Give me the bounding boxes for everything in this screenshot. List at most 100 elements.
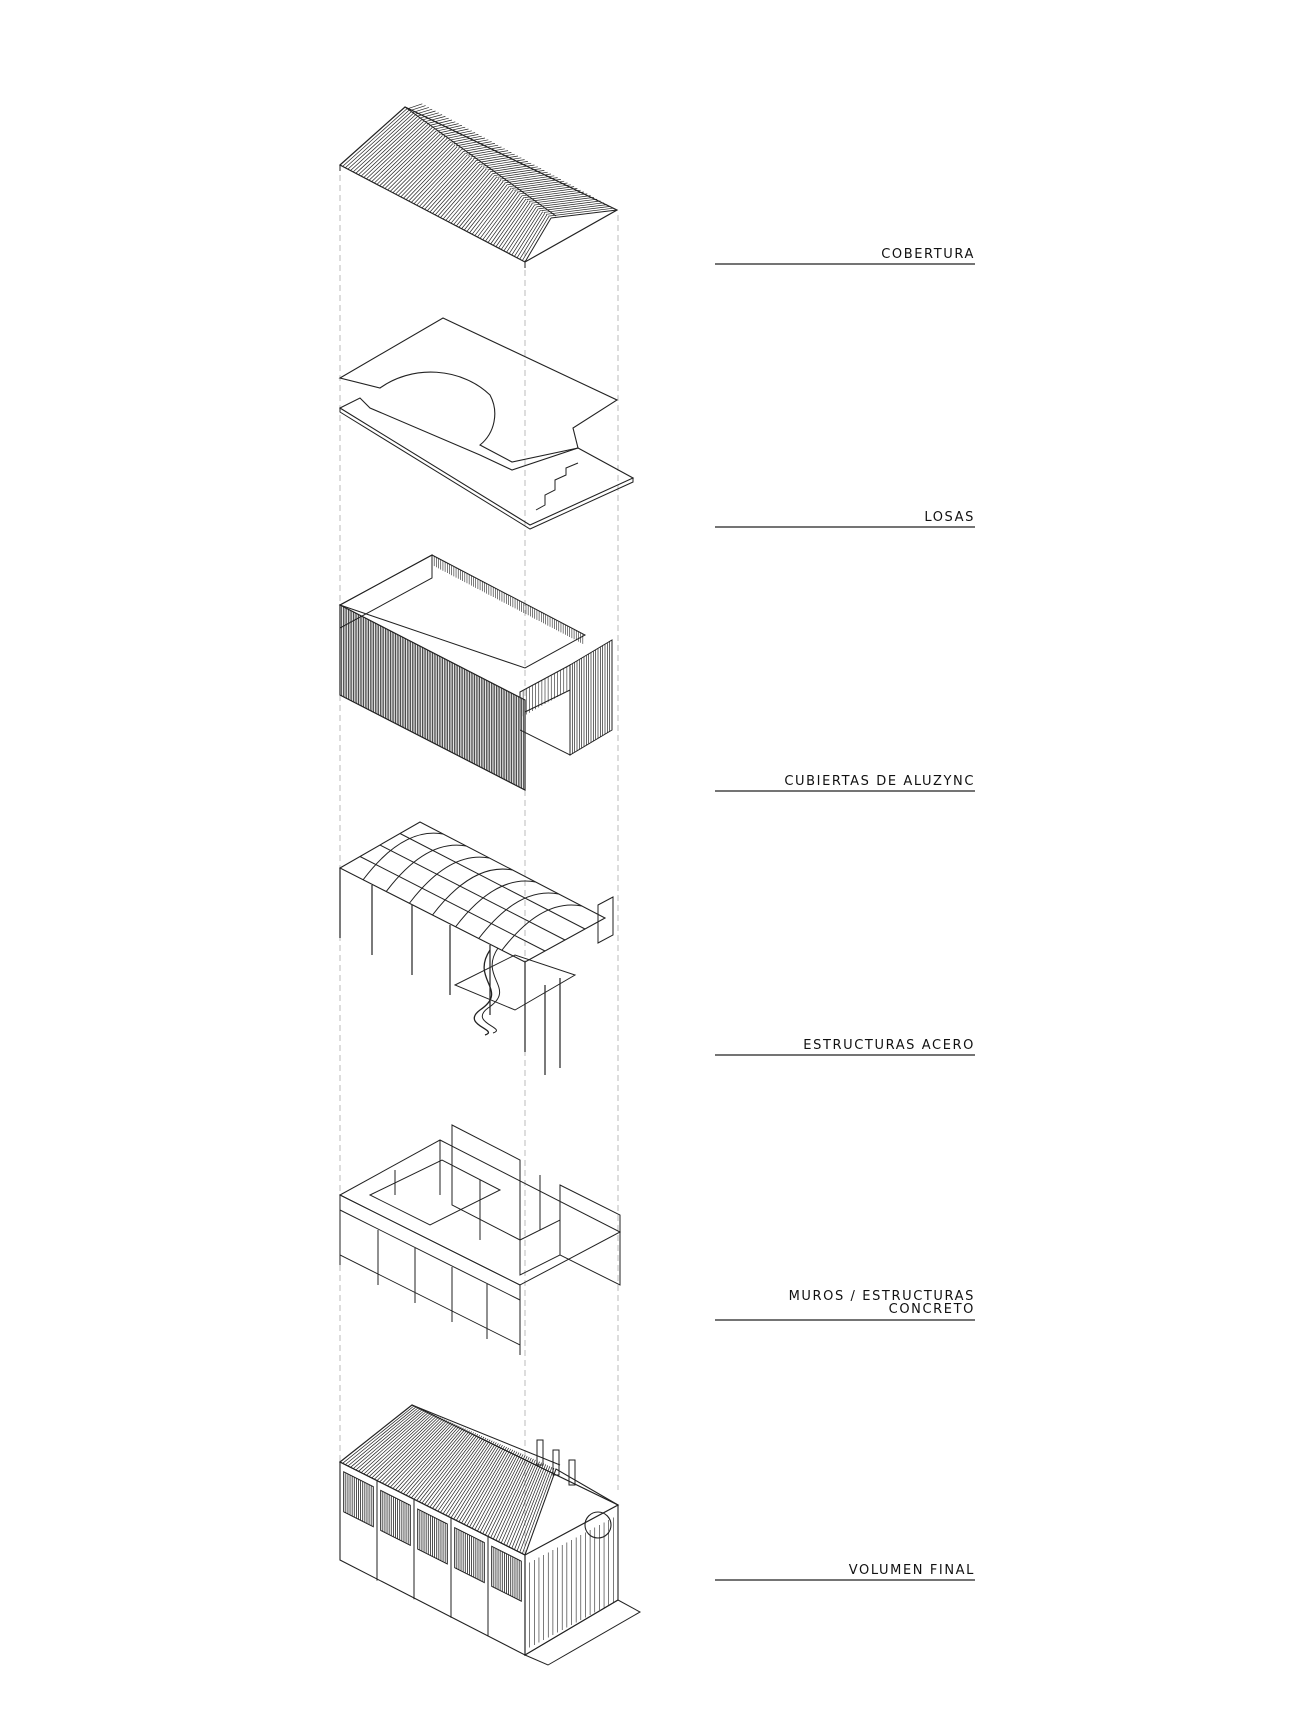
roof-corrugation <box>455 1445 503 1521</box>
roof-corrugation <box>456 139 489 147</box>
roof-corrugation <box>485 194 520 242</box>
rafter <box>478 892 559 939</box>
roof-corrugation <box>342 1405 415 1464</box>
roof-corrugation <box>363 1412 431 1475</box>
roof-corrugation <box>432 162 479 214</box>
roof-corrugation <box>463 144 499 152</box>
roof-corrugation <box>360 119 422 177</box>
label-line: CONCRETO <box>888 1302 975 1317</box>
roof-corrugation <box>352 114 416 173</box>
roof-corrugation <box>487 162 532 171</box>
roof-corrugation <box>400 1425 460 1493</box>
roof-gable <box>550 209 618 219</box>
roof-corrugation <box>482 1454 524 1534</box>
roof-corrugation <box>450 173 493 224</box>
roof-corrugation <box>400 143 454 198</box>
roof-corrugation <box>466 182 506 232</box>
facade-louver-panel <box>491 1545 522 1602</box>
label-line: MUROS / ESTRUCTURAS <box>788 1289 975 1304</box>
label-cubiertas-de-aluzync: CUBIERTAS DE ALUZYNC <box>715 775 975 788</box>
roof-corrugation <box>395 1423 456 1491</box>
facade-louver-panel <box>380 1489 411 1547</box>
roof-corrugation <box>453 137 486 145</box>
beam <box>524 689 571 713</box>
roof-corrugation <box>450 1443 499 1518</box>
roof-corrugation <box>358 1411 427 1472</box>
rafter <box>362 832 444 881</box>
roof-corrugation <box>485 1455 526 1536</box>
layer-cobertura-drawing <box>338 103 619 268</box>
roof-corrugation <box>460 143 495 150</box>
roof-corrugation <box>429 1435 483 1508</box>
roof-corrugation <box>424 157 473 210</box>
roof-corrugation <box>522 216 550 261</box>
roof-corrugation <box>392 1423 454 1489</box>
roof-corrugation <box>463 181 504 231</box>
roof-corrugation <box>363 121 425 178</box>
roof-frame <box>338 821 607 963</box>
label-muros-estructuras-concreto: MUROS / ESTRUCTURAS CONCRETO <box>715 1290 975 1316</box>
roof-corrugation <box>360 1412 429 1473</box>
label-line: LOSAS <box>924 510 975 525</box>
layer-estructuras-acero-drawing <box>338 821 614 1075</box>
purlin <box>399 833 586 930</box>
roof-corrugation <box>419 154 468 207</box>
roof-corrugation <box>384 133 441 189</box>
roof-corrugation <box>371 125 431 182</box>
rafter <box>408 856 490 904</box>
spiral-stair <box>481 947 501 1034</box>
roof-corrugation <box>487 1456 528 1537</box>
roof-corrugation <box>389 1422 452 1488</box>
roof-corrugation <box>507 177 558 186</box>
roof-corrugation <box>358 117 420 175</box>
roof-corrugation <box>494 168 542 176</box>
end-frame <box>597 896 614 944</box>
roof-corrugation <box>506 1462 542 1546</box>
roof-corrugation <box>485 161 528 169</box>
roof-corrugation <box>465 146 502 154</box>
roof-corrugation <box>405 146 458 200</box>
roof-corrugation <box>413 151 464 205</box>
roof-corrugation <box>468 148 505 156</box>
roof-corrugation <box>538 200 601 210</box>
label-line: ESTRUCTURAS ACERO <box>803 1038 975 1053</box>
roof-corrugation <box>477 155 519 163</box>
roof-corrugation <box>445 1441 495 1516</box>
label-line: COBERTURA <box>881 247 975 262</box>
roof-corrugation <box>432 1436 485 1509</box>
roof-corrugation <box>470 150 509 158</box>
roof-corrugation <box>442 1440 493 1515</box>
roof-corrugation <box>429 160 477 213</box>
roof-corrugation <box>424 1434 479 1505</box>
end-wall <box>559 1184 621 1286</box>
roof-corrugation <box>516 213 546 259</box>
roof-corrugation <box>522 1467 555 1554</box>
roof-corrugation <box>443 130 472 137</box>
roof-corrugation <box>376 128 435 185</box>
roof-corrugation <box>514 182 568 191</box>
roof-corrugation <box>403 144 456 199</box>
roof-corrugation <box>382 1419 446 1484</box>
chimney <box>552 1449 560 1476</box>
roof-gable <box>524 217 552 263</box>
roof-corrugation <box>347 1407 419 1467</box>
roof-corrugation <box>355 116 418 174</box>
roof-corrugation <box>479 190 516 239</box>
projection-guide-lines <box>339 165 619 1590</box>
roof-corrugation <box>533 197 594 206</box>
roof-corrugation <box>490 164 535 173</box>
roof-corrugation <box>376 1417 442 1481</box>
roof-corrugation <box>473 152 512 160</box>
layer-losas-drawing <box>338 317 635 530</box>
roof-corrugation <box>492 166 538 174</box>
room-block <box>368 1159 502 1226</box>
roof-corrugation <box>408 1428 466 1497</box>
roof-corrugation <box>492 198 527 246</box>
slab-stair <box>535 462 579 511</box>
roof-corrugation <box>448 171 491 223</box>
roof-corrugation <box>536 198 598 208</box>
roof-corrugation <box>409 105 426 112</box>
rafter <box>432 868 513 916</box>
roof-corrugation <box>414 108 433 115</box>
